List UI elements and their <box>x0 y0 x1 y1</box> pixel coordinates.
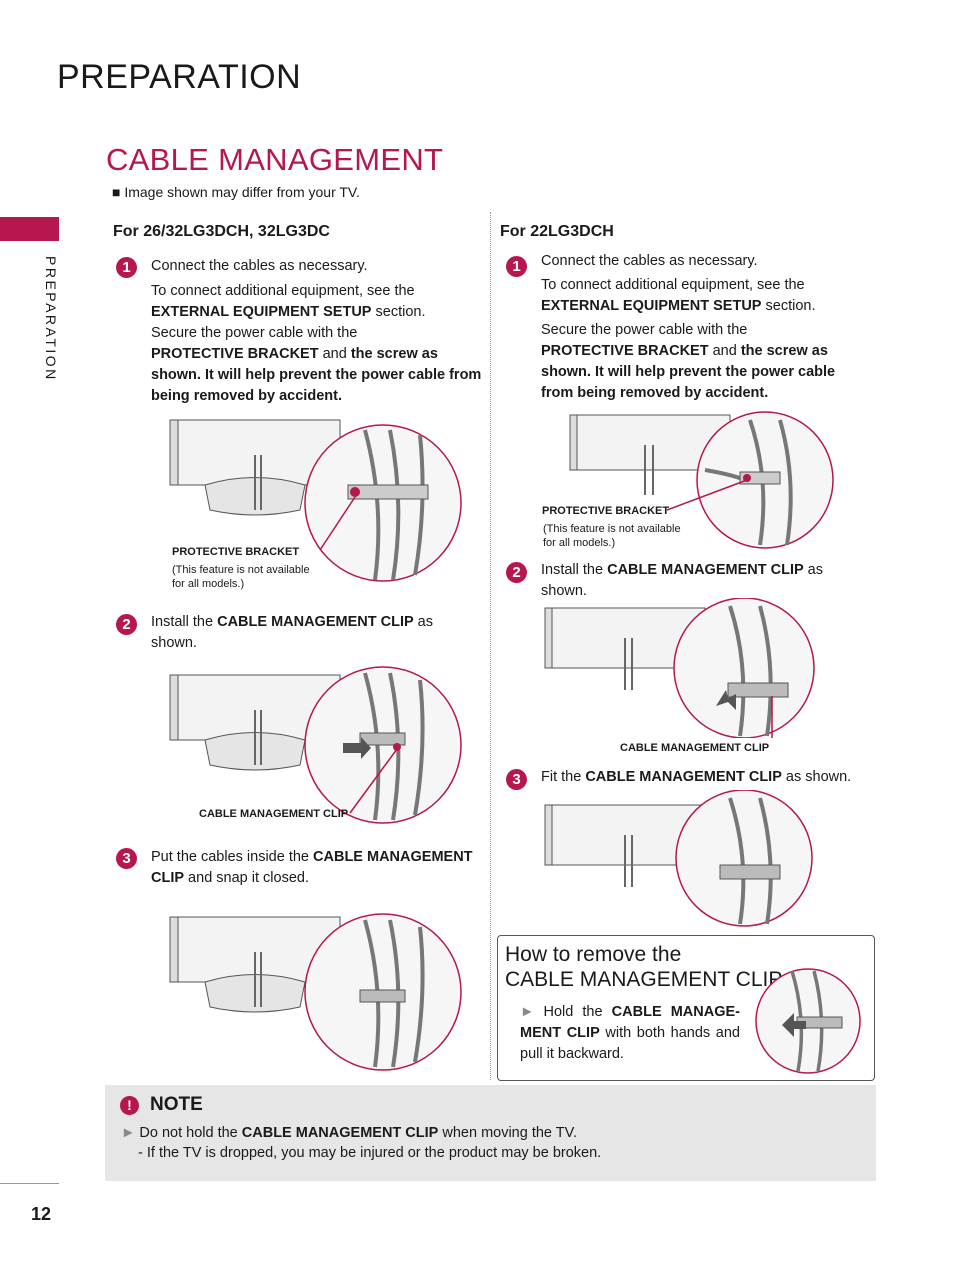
right-step1-number: 1 <box>506 256 527 277</box>
left-step2-illustration <box>169 666 462 824</box>
left-step1-illustration <box>169 419 462 582</box>
left-step1-line3: Secure the power cable with the PROTECTI… <box>151 323 486 407</box>
left-step1-line1: Connect the cables as necessary. <box>151 258 368 274</box>
section-title: CABLE MANAGEMENT <box>106 142 444 177</box>
left-step3-suffix: and snap it closed. <box>184 870 309 886</box>
right-step2-prefix: Install the <box>541 562 608 578</box>
note-label: NOTE <box>150 1094 203 1115</box>
right-step1-line3a: Secure the power cable with the <box>541 322 748 338</box>
right-step1-illustration <box>569 411 834 549</box>
remove-bullet-icon: ► <box>520 1004 535 1020</box>
left-step2-number: 2 <box>116 614 137 635</box>
note-line1: ► Do not hold the CABLE MANAGEMENT CLIP … <box>121 1123 601 1143</box>
left-step1-caption-note: (This feature is not available for all m… <box>172 564 310 590</box>
note-bullet-icon: ► <box>121 1125 136 1141</box>
left-step3-text: Put the cables inside the CABLE MANAGEME… <box>151 847 489 889</box>
section-tab <box>0 217 59 241</box>
note-box <box>105 1085 876 1181</box>
remove-text-prefix: Hold the <box>543 1004 612 1020</box>
left-step1-line3c: and <box>318 346 351 362</box>
remove-clip-text: ► Hold the CABLE MANAGE-MENT CLIP with b… <box>520 1002 740 1065</box>
remove-text-suffix: with both hands and pull it backward. <box>520 1025 740 1062</box>
left-step1-line3a: Secure the power cable with the <box>151 325 358 341</box>
right-step3-number: 3 <box>506 769 527 790</box>
right-step1-line2c: section. <box>761 298 816 314</box>
right-subheading: For 22LG3DCH <box>500 223 614 240</box>
left-step1-number: 1 <box>116 257 137 278</box>
right-step1-protective-bracket: PROTECTIVE BRACKET <box>541 343 709 359</box>
right-step3-bold: CABLE MANAGEMENT CLIP <box>585 769 782 785</box>
remove-text-bold: CABLE MANAGE-MENT CLIP <box>520 1004 740 1041</box>
right-step1-external-setup: EXTERNAL EQUIPMENT SETUP <box>541 298 762 314</box>
right-step3-text: Fit the CABLE MANAGEMENT CLIP as shown. <box>541 767 871 788</box>
page-number: 12 <box>31 1204 52 1224</box>
side-label: PREPARATION <box>43 256 59 382</box>
left-step1-protective-bracket: PROTECTIVE BRACKET <box>151 346 319 362</box>
image-note: ■ Image shown may differ from your TV. <box>112 184 360 200</box>
right-step3-suffix: as shown. <box>781 769 852 785</box>
left-step2-text: Install the CABLE MANAGEMENT CLIP as sho… <box>151 612 451 654</box>
left-step1-line2: To connect additional equipment, see the… <box>151 281 486 323</box>
note-line1-prefix: Do not hold the <box>139 1125 242 1141</box>
left-step2-suffix: as shown. <box>151 614 433 651</box>
right-step1-line1: Connect the cables as necessary. <box>541 253 758 269</box>
alert-icon: ! <box>120 1096 139 1115</box>
left-step1-line3d: the screw as shown. It will help prevent… <box>151 346 482 404</box>
right-step3-prefix: Fit the <box>541 769 586 785</box>
left-step1-text: Connect the cables as necessary. To conn… <box>151 256 486 407</box>
column-divider <box>490 212 491 1080</box>
right-step1-line3: Secure the power cable with the PROTECTI… <box>541 320 846 404</box>
right-step1-line2a: To connect additional equipment, see the <box>541 277 805 293</box>
remove-title-line2: CABLE MANAGEMENT CLIP <box>505 968 783 991</box>
left-step1-external-setup: EXTERNAL EQUIPMENT SETUP <box>151 304 372 320</box>
right-step2-suffix: as shown. <box>541 562 823 599</box>
left-step1-caption: PROTECTIVE BRACKET <box>172 546 300 558</box>
right-step2-text: Install the CABLE MANAGEMENT CLIP as sho… <box>541 560 846 602</box>
right-step2-bold: CABLE MANAGEMENT CLIP <box>607 562 804 578</box>
right-step3-illustration <box>544 790 813 927</box>
note-text: ► Do not hold the CABLE MANAGEMENT CLIP … <box>121 1123 601 1163</box>
page-number-rule <box>0 1183 59 1184</box>
right-step1-line3d: the screw as shown. It will help prevent… <box>541 343 836 401</box>
left-step2-bold: CABLE MANAGEMENT CLIP <box>217 614 414 630</box>
right-step2-caption: CABLE MANAGEMENT CLIP <box>620 742 770 754</box>
left-step3-prefix: Put the cables inside the <box>151 849 314 865</box>
remove-clip-title: How to remove the CABLE MANAGEMENT CLIP <box>505 942 782 992</box>
note-line1-bold: CABLE MANAGEMENT CLIP <box>241 1125 439 1141</box>
left-step1-line2a: To connect additional equipment, see the <box>151 283 415 299</box>
remove-title-line1: How to remove the <box>505 943 682 966</box>
right-step2-number: 2 <box>506 562 527 583</box>
right-step1-line2: To connect additional equipment, see the… <box>541 275 846 317</box>
left-step3-number: 3 <box>116 848 137 869</box>
page-heading: PREPARATION <box>57 58 302 96</box>
right-step1-text: Connect the cables as necessary. To conn… <box>541 251 846 404</box>
remove-clip-illustration <box>755 968 861 1074</box>
right-step1-line3c: and <box>708 343 741 359</box>
left-step3-illustration <box>169 913 462 1071</box>
right-step1-caption-note: (This feature is not available for all m… <box>543 523 681 549</box>
left-step1-line2c: section. <box>371 304 426 320</box>
right-step2-illustration <box>544 598 815 738</box>
note-line2: - If the TV is dropped, you may be injur… <box>138 1145 602 1161</box>
note-line1-suffix: when moving the TV. <box>438 1125 577 1141</box>
right-step1-caption: PROTECTIVE BRACKET <box>542 505 670 517</box>
left-step2-prefix: Install the <box>151 614 218 630</box>
left-step3-bold: CABLE MANAGEMENT CLIP <box>151 849 473 886</box>
left-subheading: For 26/32LG3DCH, 32LG3DC <box>113 223 330 240</box>
left-step2-caption: CABLE MANAGEMENT CLIP <box>199 808 349 820</box>
